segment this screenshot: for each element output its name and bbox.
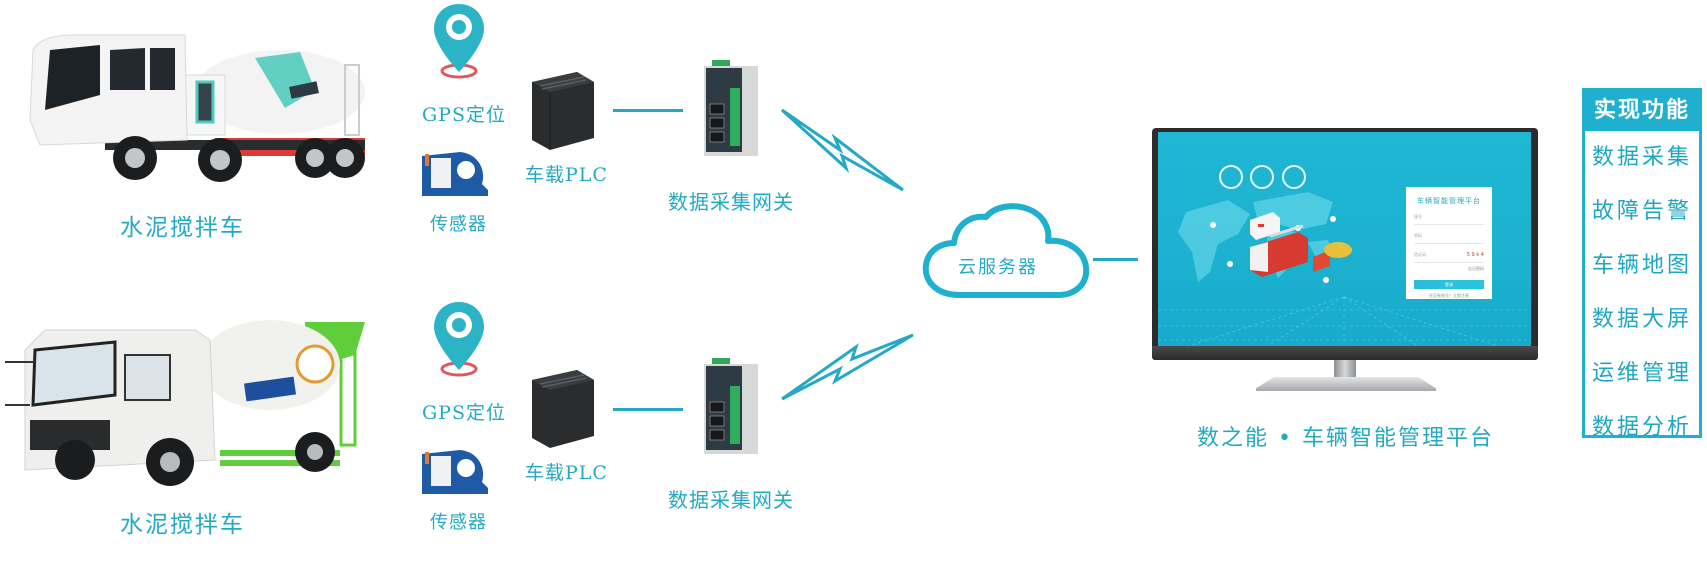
gps-1-label: GPS定位 bbox=[422, 104, 506, 126]
cloud-server-label: 云服务器 bbox=[958, 257, 1038, 278]
features-panel-title: 实现功能 bbox=[1585, 91, 1699, 131]
monitor-chin bbox=[1152, 346, 1538, 360]
plc-module-icon bbox=[532, 72, 594, 150]
wireless-signal-bolt-icon bbox=[780, 108, 904, 192]
feature-item: 数据采集 bbox=[1591, 145, 1692, 170]
captcha-image[interactable]: 5 9 k 4 bbox=[1466, 252, 1484, 258]
mixer-illustration bbox=[1313, 242, 1352, 272]
captcha-label: 验证码 bbox=[1414, 252, 1426, 257]
password-field[interactable]: 密码 bbox=[1414, 229, 1484, 244]
vehicle-2-label: 水泥搅拌车 bbox=[120, 512, 245, 538]
feature-item: 车辆地图 bbox=[1591, 253, 1692, 278]
gps-location-pin-icon bbox=[434, 4, 484, 79]
ambulance-illustration bbox=[1250, 212, 1280, 240]
monitor-stand-base bbox=[1256, 377, 1436, 391]
gps-location-pin-icon bbox=[434, 302, 484, 377]
login-button[interactable]: 登录 bbox=[1414, 280, 1484, 289]
gateway-1-label: 数据采集网关 bbox=[668, 190, 794, 214]
monitor-screen: 车辆智能管理平台 账号 密码 验证码 5 9 k 4 忘记密码 登录 还没有账号… bbox=[1158, 132, 1531, 346]
forgot-password-link[interactable]: 忘记密码 bbox=[1468, 266, 1484, 271]
plc-1-label: 车载PLC bbox=[525, 164, 608, 186]
current-sensor-icon bbox=[422, 152, 488, 196]
connector-line bbox=[613, 408, 683, 411]
feature-item: 数据分析 bbox=[1591, 415, 1692, 440]
mixer-truck-2-image bbox=[5, 320, 365, 486]
feature-item: 数据大屏 bbox=[1591, 307, 1692, 332]
feature-item: 故障告警 bbox=[1591, 199, 1692, 224]
connector-line bbox=[613, 109, 683, 112]
mixer-truck-1-image bbox=[29, 34, 365, 182]
data-gateway-device-icon bbox=[704, 60, 758, 156]
vehicle-1-label: 水泥搅拌车 bbox=[120, 215, 245, 241]
features-panel: 实现功能 数据采集 故障告警 车辆地图 数据大屏 运维管理 数据分析 bbox=[1582, 88, 1702, 440]
plc-module-icon bbox=[532, 370, 594, 448]
platform-label: 数之能 • 车辆智能管理平台 bbox=[1197, 426, 1494, 451]
cloud-server-icon bbox=[922, 203, 1090, 298]
wireless-signal-bolt-icon bbox=[781, 333, 914, 401]
screen-background-art bbox=[1158, 165, 1531, 346]
connector-line bbox=[1093, 258, 1138, 261]
login-title: 车辆智能管理平台 bbox=[1417, 197, 1481, 205]
sensor-1-label: 传感器 bbox=[430, 214, 487, 235]
gateway-2-label: 数据采集网关 bbox=[668, 488, 794, 512]
gps-2-label: GPS定位 bbox=[422, 402, 506, 424]
feature-item: 运维管理 bbox=[1591, 361, 1692, 386]
register-link[interactable]: 还没有账号？立即注册 bbox=[1429, 293, 1469, 298]
sensor-2-label: 传感器 bbox=[430, 512, 487, 533]
username-field[interactable]: 账号 bbox=[1414, 210, 1484, 225]
captcha-field[interactable]: 验证码 5 9 k 4 bbox=[1414, 248, 1484, 263]
current-sensor-icon bbox=[422, 450, 488, 494]
login-card: 车辆智能管理平台 账号 密码 验证码 5 9 k 4 忘记密码 登录 还没有账号… bbox=[1406, 187, 1492, 299]
fire-truck-illustration bbox=[1250, 224, 1308, 277]
monitor-stand-neck bbox=[1334, 360, 1356, 380]
plc-2-label: 车载PLC bbox=[525, 462, 608, 484]
data-gateway-device-icon bbox=[704, 358, 758, 454]
